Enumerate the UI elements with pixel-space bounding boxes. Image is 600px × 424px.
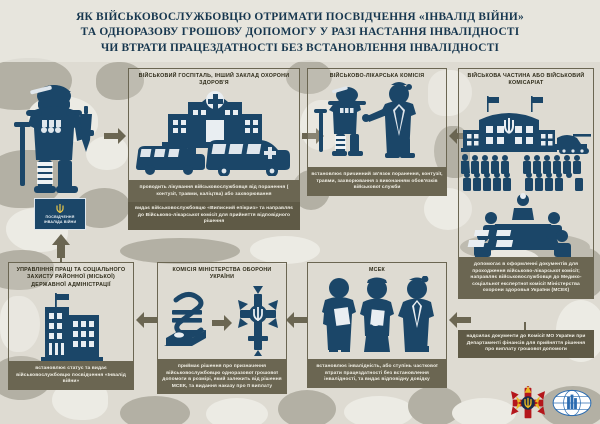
wounded-soldier-with-medals-icon (12, 78, 112, 196)
panel-unit-header: ВІЙСЬКОВА ЧАСТИНА АБО ВІЙСЬКОВИЙ КОМІСАР… (467, 73, 585, 87)
title-line-2: ТА ОДНОРАЗОВУ ГРОШОВУ ДОПОМОГУ У РАЗІ НА… (80, 26, 520, 39)
panel-hospital-caption-2: видає військовослужбовцю «Виписний епікр… (128, 202, 300, 230)
panel-vlk-caption-1: встановлює причинний зв'язок поранення, … (307, 168, 447, 196)
panel-hospital-header: ВІЙСЬКОВИЙ ГОСПІТАЛЬ, ІНШИЙ ЗАКЛАД ОХОРО… (138, 73, 290, 87)
panel-social-header: УПРАВЛІННЯ ПРАЦІ ТА СОЦІАЛЬНОГО ЗАХИСТУ … (16, 267, 126, 288)
panel-mod-commission: КОМІСІЯ МІНІСТЕРСТВА ОБОРОНИ УКРАЇНИ (157, 262, 287, 395)
arrow-right-hospital-to-vlk (302, 128, 324, 144)
armed-forces-of-ukraine-emblem-icon (511, 386, 545, 419)
military-headquarters-troops-and-meeting-table-icon (459, 90, 593, 258)
panel-msek-caption-1: встановлює інвалідність, або ступінь час… (307, 360, 447, 388)
panel-mod-caption-1: приймає рішення про призначення військов… (157, 360, 287, 395)
connector-unit-vertical (524, 322, 526, 330)
panel-vlk-header: ВІЙСЬКОВО-ЛІКАРСЬКА КОМІСІЯ (329, 73, 425, 79)
panel-military-unit: ВІЙСЬКОВА ЧАСТИНА АБО ВІЙСЬКОВИЙ КОМІСАР… (458, 68, 594, 299)
war-invalid-id-card: ПОСВІДЧЕННЯ ІНВАЛІДА ВІЙНИ (34, 198, 86, 230)
panel-hospital: ВІЙСЬКОВИЙ ГОСПІТАЛЬ, ІНШИЙ ЗАКЛАД ОХОРО… (128, 68, 300, 230)
id-card-line-1: ПОСВІДЧЕННЯ (45, 215, 75, 220)
panel-unit-caption-2: надсилає документи до Комісії МО України… (458, 330, 594, 358)
arrow-left-unit-to-msek (449, 312, 471, 328)
veterans-organization-emblem-icon (552, 389, 592, 417)
arrow-right-soldier-to-hospital (104, 128, 126, 144)
ukraine-trident-emblem-icon (56, 204, 64, 214)
arrow-left-msek-to-mod (286, 312, 308, 328)
hospital-building-with-ambulances-icon (129, 90, 299, 176)
arrow-left-mod-to-social (136, 312, 158, 328)
arrow-left-unit-to-vlk (449, 128, 471, 144)
panel-hospital-caption-1: проводить лікування військовослужбовця в… (128, 181, 300, 203)
three-medical-commission-members-icon (308, 276, 446, 354)
panel-mod-header: КОМІСІЯ МІНІСТЕРСТВА ОБОРОНИ УКРАЇНИ (172, 267, 272, 281)
connector-social-vertical (60, 252, 62, 262)
panel-military-medical-commission: ВІЙСЬКОВО-ЛІКАРСЬКА КОМІСІЯ (307, 68, 447, 196)
hryvnia-money-and-mod-cross-emblem-icon (158, 284, 286, 358)
panel-unit-caption-1: допомогає в оформленні документів для пр… (458, 258, 594, 299)
administration-building-with-flag-icon (9, 291, 133, 362)
panel-social-protection: УПРАВЛІННЯ ПРАЦІ ТА СОЦІАЛЬНОГО ЗАХИСТУ … (8, 262, 134, 390)
title-line-3: ЧИ ВТРАТИ ПРАЦЕЗДАТНОСТІ БЕЗ ВСТАНОВЛЕНН… (100, 41, 500, 54)
panel-msek: МСЕК (307, 262, 447, 388)
id-card-line-2: ІНВАЛІДА ВІЙНИ (43, 220, 77, 224)
arrow-up-to-id-card (52, 234, 70, 258)
panel-unit-secondary-caption: надсилає документи до Комісії МО України… (458, 330, 594, 358)
panel-msek-header: МСЕК (368, 267, 385, 273)
wounded-soldier-and-officer-icon (308, 82, 446, 160)
footer-logos (511, 386, 592, 420)
page-title: ЯК ВІЙСЬКОВОСЛУЖБОВЦЮ ОТРИМАТИ ПОСВІДЧЕН… (0, 0, 600, 62)
title-line-1: ЯК ВІЙСЬКОВОСЛУЖБОВЦЮ ОТРИМАТИ ПОСВІДЧЕН… (76, 10, 524, 23)
panel-social-caption-1: встановлює статус та видає військовослуж… (8, 362, 134, 390)
